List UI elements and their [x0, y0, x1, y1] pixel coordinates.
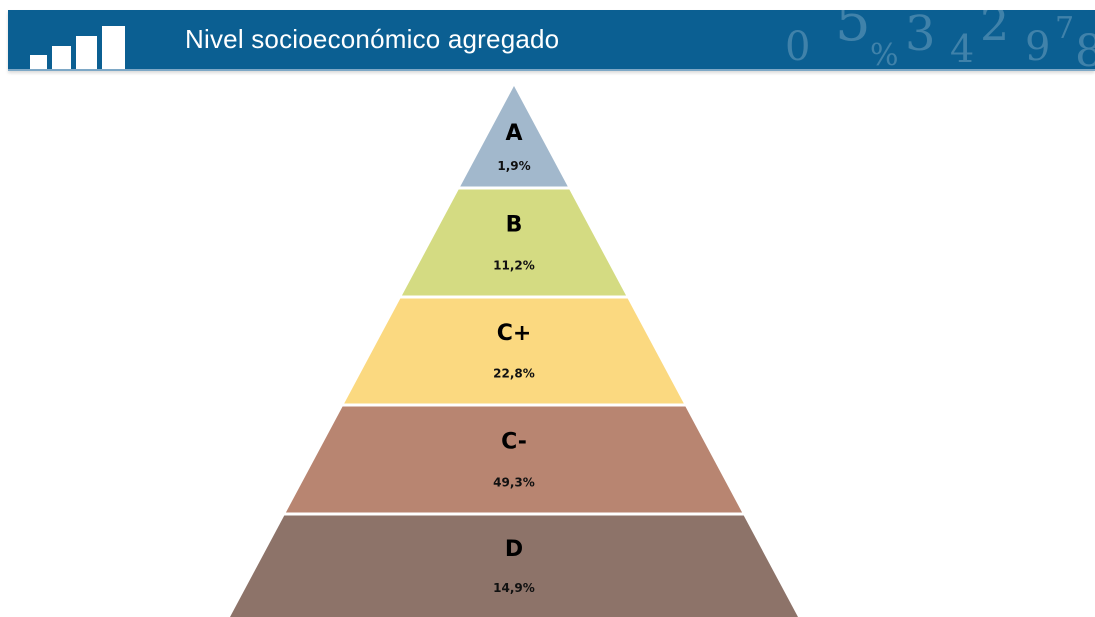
pyramid-level-label: D [505, 537, 523, 562]
pyramid-level-percent: 49,3% [493, 475, 535, 489]
decoration-glyph: 5 [835, 10, 871, 54]
pyramid-level-percent: 22,8% [493, 367, 535, 381]
decoration-glyph: 9 [1025, 24, 1050, 69]
decoration-glyph: 7 [1055, 11, 1074, 46]
pyramid-level-label: C- [501, 430, 527, 455]
numbers-decoration-icon: 05%342978 [785, 10, 1095, 69]
decoration-glyph: 2 [980, 10, 1009, 51]
page-title: Nivel socioeconómico agregado [185, 24, 560, 54]
bar-chart-logo-icon [30, 26, 125, 69]
decoration-glyph: 0 [785, 24, 810, 69]
pyramid-level-a [460, 86, 568, 187]
decoration-glyph: % [870, 38, 899, 69]
pyramid-level-percent: 11,2% [493, 258, 535, 272]
pyramid-level-label: A [505, 121, 522, 146]
pyramid-level-label: B [506, 213, 523, 238]
pyramid-level-d [230, 515, 798, 617]
pyramid-level-b [401, 189, 627, 296]
pyramid-level-percent: 1,9% [497, 159, 530, 173]
pyramid-level-percent: 14,9% [493, 581, 535, 595]
pyramid-level-c-plus [344, 298, 684, 404]
pyramid-level-label: C+ [497, 321, 532, 346]
decoration-glyph: 8 [1075, 26, 1095, 69]
decoration-glyph: 3 [905, 10, 936, 62]
header-banner: Nivel socioeconómico agregado 05%342978 [8, 10, 1095, 71]
pyramid-level-c-minus [285, 406, 743, 513]
decoration-glyph: 4 [950, 27, 974, 69]
